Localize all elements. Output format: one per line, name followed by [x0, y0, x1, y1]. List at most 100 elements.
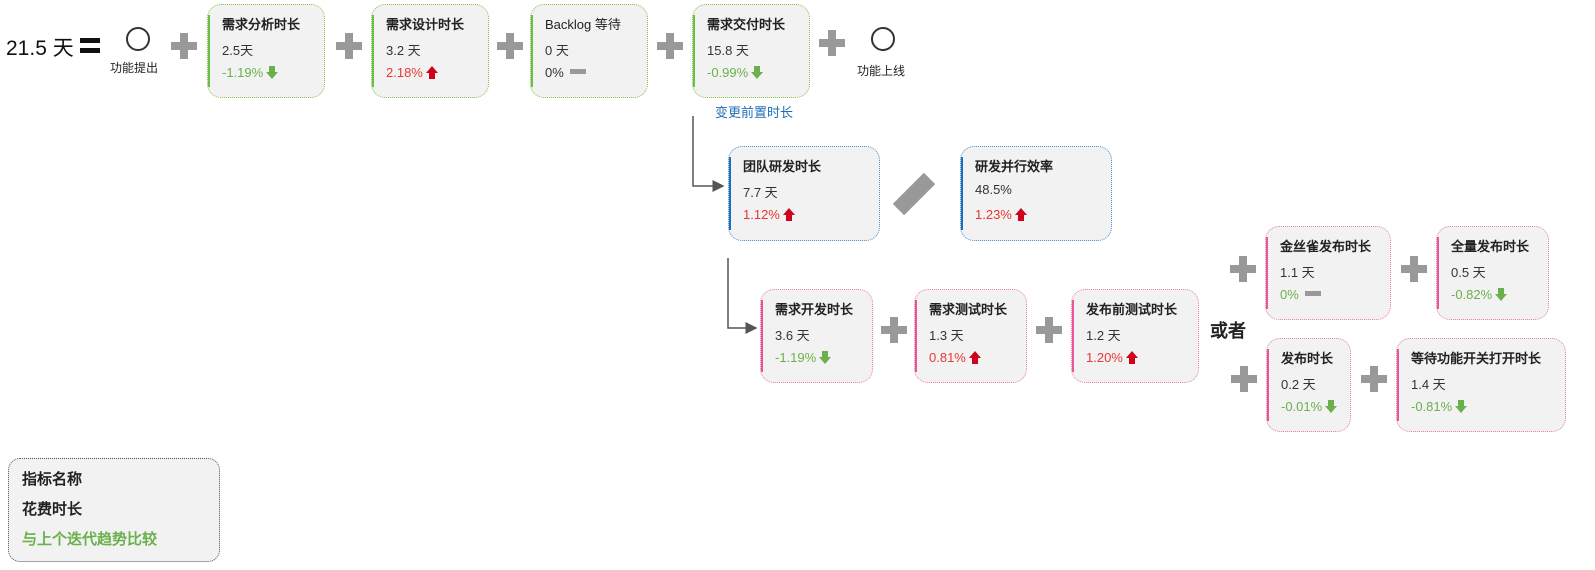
card-trend: -0.99%	[707, 65, 764, 80]
card-team-dev[interactable]: 团队研发时长 7.7 天 1.12%	[728, 146, 880, 241]
card-title: 需求测试时长	[929, 302, 1008, 317]
arrow-up-icon	[1125, 351, 1138, 364]
card-test[interactable]: 需求测试时长 1.3 天 0.81%	[914, 289, 1027, 383]
card-title: 需求设计时长	[386, 17, 465, 32]
card-accent-bar	[761, 300, 763, 372]
start-circle-icon	[126, 27, 150, 51]
card-accent-bar	[372, 15, 374, 87]
card-title: 发布前测试时长	[1086, 302, 1178, 317]
card-value: 0 天	[545, 43, 569, 58]
arrow-down-icon	[751, 66, 764, 79]
card-title: 需求开发时长	[775, 302, 854, 317]
start-label: 功能提出	[110, 61, 159, 75]
plus-icon	[1230, 256, 1256, 282]
card-analysis[interactable]: 需求分析时长 2.5天 -1.19%	[207, 4, 325, 98]
card-design[interactable]: 需求设计时长 3.2 天 2.18%	[371, 4, 489, 98]
plus-icon	[171, 33, 197, 59]
card-title: 需求分析时长	[222, 17, 301, 32]
card-value: 3.6 天	[775, 328, 810, 343]
card-delivery[interactable]: 需求交付时长 15.8 天 -0.99%	[692, 4, 810, 98]
plus-icon	[819, 30, 845, 56]
card-backlog[interactable]: Backlog 等待 0 天 0%	[530, 4, 648, 98]
card-value: 0.5 天	[1451, 265, 1486, 280]
card-title: 团队研发时长	[743, 159, 822, 174]
card-accent-bar	[1072, 300, 1074, 372]
card-title: Backlog 等待	[545, 17, 621, 32]
card-trend: 1.20%	[1086, 350, 1138, 365]
card-value: 3.2 天	[386, 43, 421, 58]
card-trend: 1.12%	[743, 207, 795, 222]
card-accent-bar	[531, 15, 533, 87]
card-trend: -1.19%	[222, 65, 279, 80]
card-title: 需求交付时长	[707, 17, 786, 32]
arrow-down-icon	[1325, 400, 1338, 413]
flat-dash-icon	[1304, 291, 1321, 296]
card-dev[interactable]: 需求开发时长 3.6 天 -1.19%	[760, 289, 873, 383]
plus-icon	[497, 33, 523, 59]
card-trend: -0.81%	[1411, 399, 1468, 414]
card-value: 1.1 天	[1280, 265, 1315, 280]
card-parallel[interactable]: 研发并行效率 48.5% 1.23%	[960, 146, 1112, 241]
card-trend: 2.18%	[386, 65, 438, 80]
card-value: 1.2 天	[1086, 328, 1121, 343]
card-accent-bar	[1267, 349, 1269, 421]
card-title: 全量发布时长	[1451, 239, 1530, 254]
plus-icon	[1036, 317, 1062, 343]
equals-icon	[80, 38, 102, 56]
card-accent-bar	[693, 15, 695, 87]
card-trend: 1.23%	[975, 207, 1027, 222]
card-value: 15.8 天	[707, 43, 749, 58]
plus-icon	[1231, 366, 1257, 392]
card-trend: 0%	[545, 65, 586, 80]
legend-duration: 花费时长	[22, 501, 83, 518]
arrow-up-icon	[968, 351, 981, 364]
arrow-down-icon	[819, 351, 832, 364]
arrow-up-icon	[1014, 208, 1027, 221]
legend-trend: 与上个迭代趋势比较	[22, 531, 158, 548]
card-trend: -0.82%	[1451, 287, 1508, 302]
card-title: 金丝雀发布时长	[1280, 239, 1372, 254]
card-trend: -0.01%	[1281, 399, 1338, 414]
card-value: 0.2 天	[1281, 377, 1316, 392]
card-toggle[interactable]: 等待功能开关打开时长 1.4 天 -0.81%	[1396, 338, 1566, 432]
card-canary[interactable]: 金丝雀发布时长 1.1 天 0%	[1265, 226, 1391, 320]
flat-dash-icon	[569, 69, 586, 74]
card-value: 2.5天	[222, 43, 254, 58]
card-accent-bar	[915, 300, 917, 372]
plus-icon	[1401, 256, 1427, 282]
plus-icon	[336, 33, 362, 59]
card-accent-bar	[1437, 237, 1439, 309]
card-title: 发布时长	[1281, 351, 1334, 366]
card-accent-bar	[1397, 349, 1399, 421]
card-trend: -1.19%	[775, 350, 832, 365]
arrow-down-icon	[1495, 288, 1508, 301]
card-full[interactable]: 全量发布时长 0.5 天 -0.82%	[1436, 226, 1549, 320]
or-label: 或者	[1210, 321, 1246, 341]
total-duration: 21.5 天	[6, 37, 74, 60]
plus-icon	[881, 317, 907, 343]
legend-name: 指标名称	[22, 471, 83, 488]
card-pretest[interactable]: 发布前测试时长 1.2 天 1.20%	[1071, 289, 1199, 383]
card-trend: 0%	[1280, 287, 1321, 302]
card-trend: 0.81%	[929, 350, 981, 365]
end-circle-icon	[871, 27, 895, 51]
card-accent-bar	[961, 157, 963, 230]
arrow-down-icon	[266, 66, 279, 79]
link-label: 变更前置时长	[715, 105, 794, 120]
card-accent-bar	[208, 15, 210, 87]
card-accent-bar	[1266, 237, 1268, 309]
card-value: 1.3 天	[929, 328, 964, 343]
card-title: 等待功能开关打开时长	[1411, 351, 1542, 366]
card-release[interactable]: 发布时长 0.2 天 -0.01%	[1266, 338, 1351, 432]
legend-box: 指标名称 花费时长 与上个迭代趋势比较	[8, 458, 220, 562]
end-label: 功能上线	[857, 64, 906, 78]
card-title: 研发并行效率	[975, 159, 1054, 174]
arrow-down-icon	[1455, 400, 1468, 413]
card-value: 1.4 天	[1411, 377, 1446, 392]
plus-icon	[1361, 366, 1387, 392]
card-value: 48.5%	[975, 182, 1012, 197]
card-accent-bar	[729, 157, 731, 230]
plus-icon	[657, 33, 683, 59]
arrow-up-icon	[425, 66, 438, 79]
